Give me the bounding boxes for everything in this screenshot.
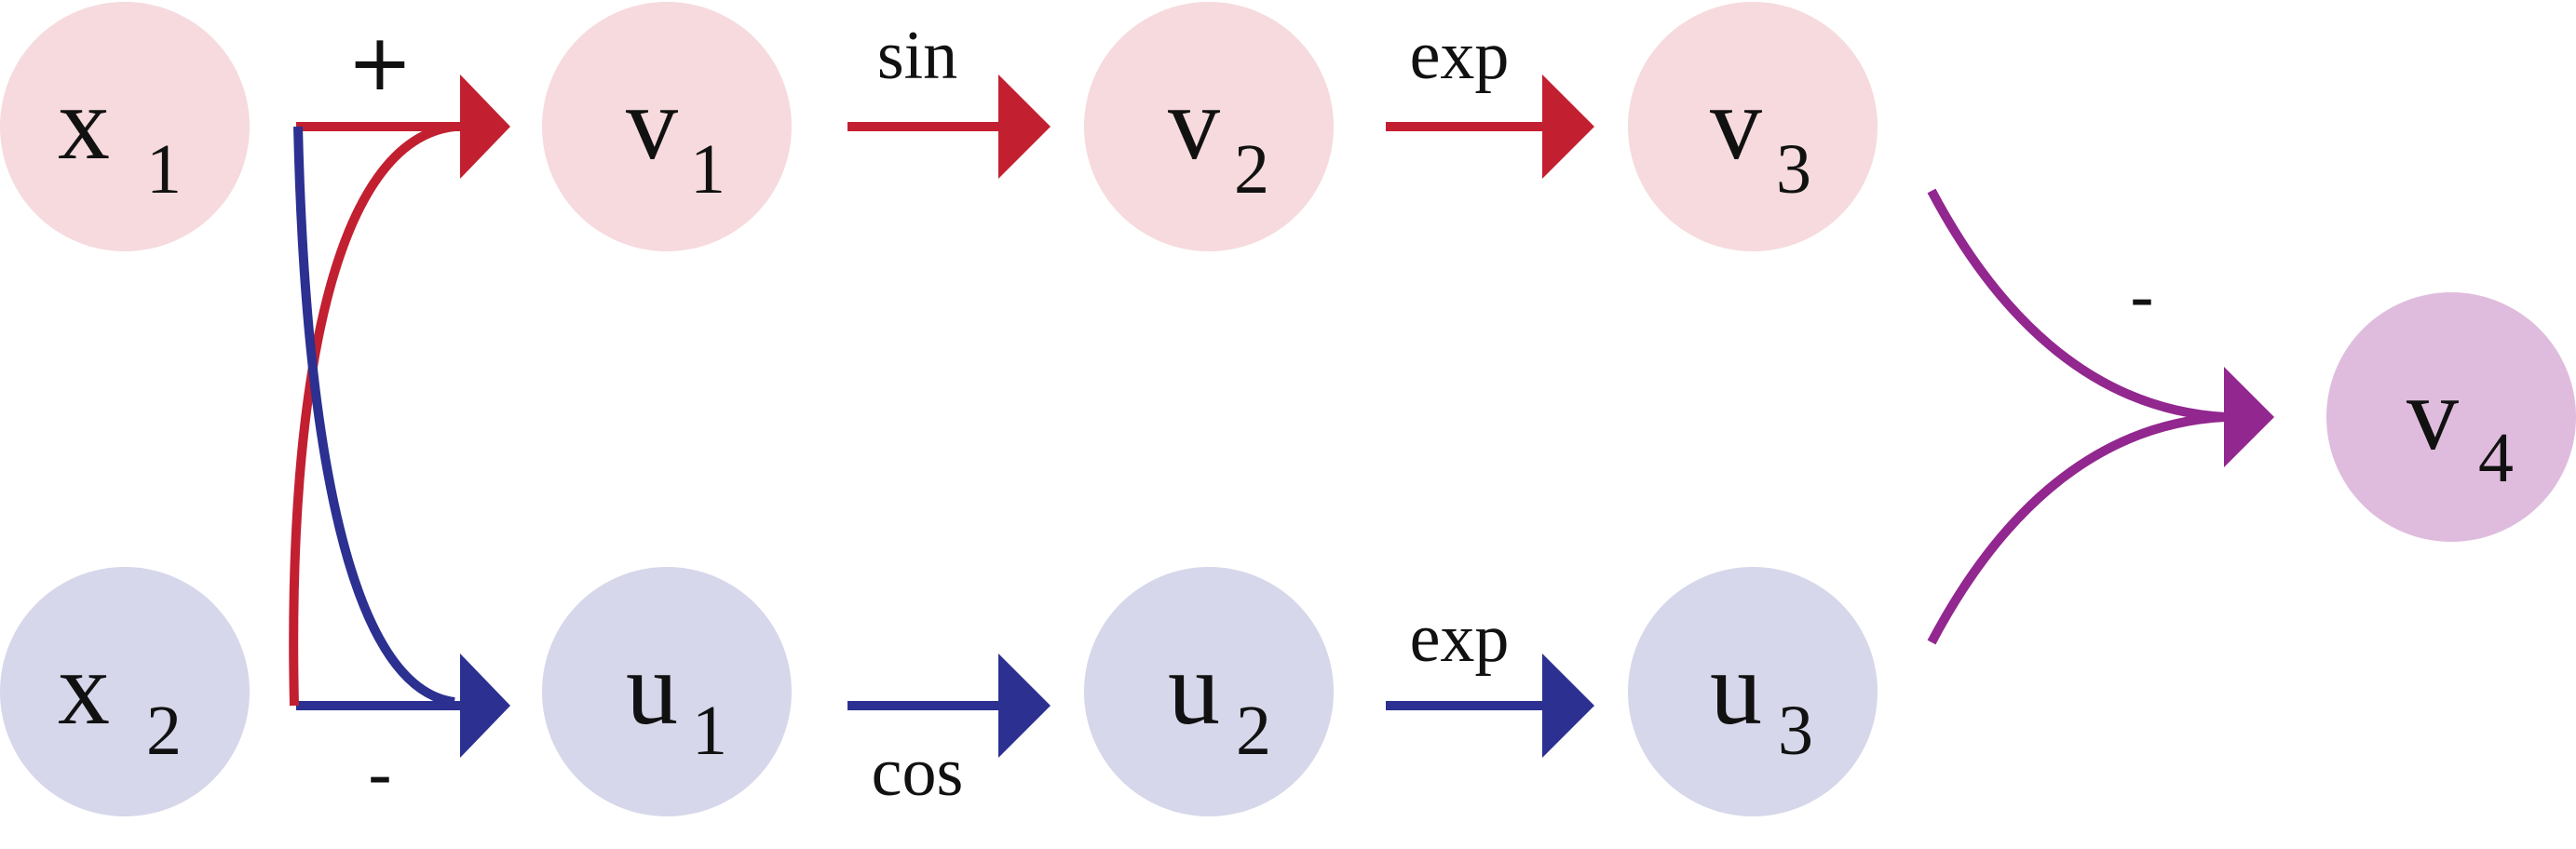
node-u2-subscript: 2 [1236, 692, 1271, 770]
op-sin-label: sin [877, 18, 957, 94]
node-u3: u 3 [1628, 567, 1878, 816]
edge-x1-v1-arrowhead [460, 74, 510, 179]
edge-x2-u1-arrowhead [460, 654, 510, 758]
node-x2-subscript: 2 [146, 692, 182, 770]
node-x1-circle [0, 2, 250, 251]
node-x1-subscript: 1 [146, 130, 182, 209]
edge-x2-v1-curve [289, 122, 455, 707]
edge-u2-u3-arrowhead [1542, 654, 1594, 758]
node-v3: v 3 [1628, 2, 1878, 251]
node-v4-label: v [2407, 357, 2459, 472]
edge-x1-u1-curve [293, 126, 455, 707]
edge-v2-v3-arrowhead [1542, 74, 1594, 179]
node-x2: x 2 [0, 567, 250, 816]
node-v1-label: v [626, 66, 678, 182]
edge-u1-u2-arrowhead [998, 654, 1051, 758]
node-v4-circle [2326, 292, 2576, 542]
node-u1: u 1 [542, 567, 792, 816]
node-u3-circle [1628, 567, 1878, 816]
node-v1-subscript: 1 [690, 130, 725, 209]
node-v3-label: v [1710, 66, 1762, 182]
node-v3-circle [1628, 2, 1878, 251]
node-v2: v 2 [1084, 2, 1334, 251]
op-exp-top-label: exp [1410, 18, 1510, 94]
op-minus-final-label: - [2130, 258, 2155, 338]
node-u3-subscript: 3 [1778, 692, 1813, 770]
node-u2-circle [1084, 567, 1334, 816]
node-v2-label: v [1168, 66, 1220, 182]
node-u1-label: u [626, 631, 678, 747]
node-v3-subscript: 3 [1776, 130, 1811, 209]
node-x1: x 1 [0, 2, 250, 251]
op-cos-label: cos [872, 734, 964, 811]
op-minus-lower-label: - [368, 735, 393, 815]
edge-v1-v2-arrowhead [998, 74, 1051, 179]
node-u2: u 2 [1084, 567, 1334, 816]
node-x2-label: x [58, 631, 110, 747]
node-v4: v 4 [2326, 292, 2576, 542]
node-u1-circle [542, 567, 792, 816]
node-v2-subscript: 2 [1234, 130, 1269, 209]
node-v1-circle [542, 2, 792, 251]
node-u2-label: u [1168, 631, 1220, 747]
op-exp-bottom-label: exp [1410, 600, 1510, 677]
node-u3-label: u [1710, 631, 1762, 747]
node-v1: v 1 [542, 2, 792, 251]
node-x2-circle [0, 567, 250, 816]
edge-to-v4-arrowhead [2224, 367, 2274, 467]
edge-u3-v4-curve [1927, 412, 2227, 645]
node-v2-circle [1084, 2, 1334, 251]
edge-v3-v4-curve [1927, 188, 2227, 422]
op-plus-label: + [347, 17, 413, 108]
node-x1-label: x [58, 66, 110, 182]
node-v4-subscript: 4 [2478, 419, 2514, 497]
node-u1-subscript: 1 [692, 692, 727, 770]
